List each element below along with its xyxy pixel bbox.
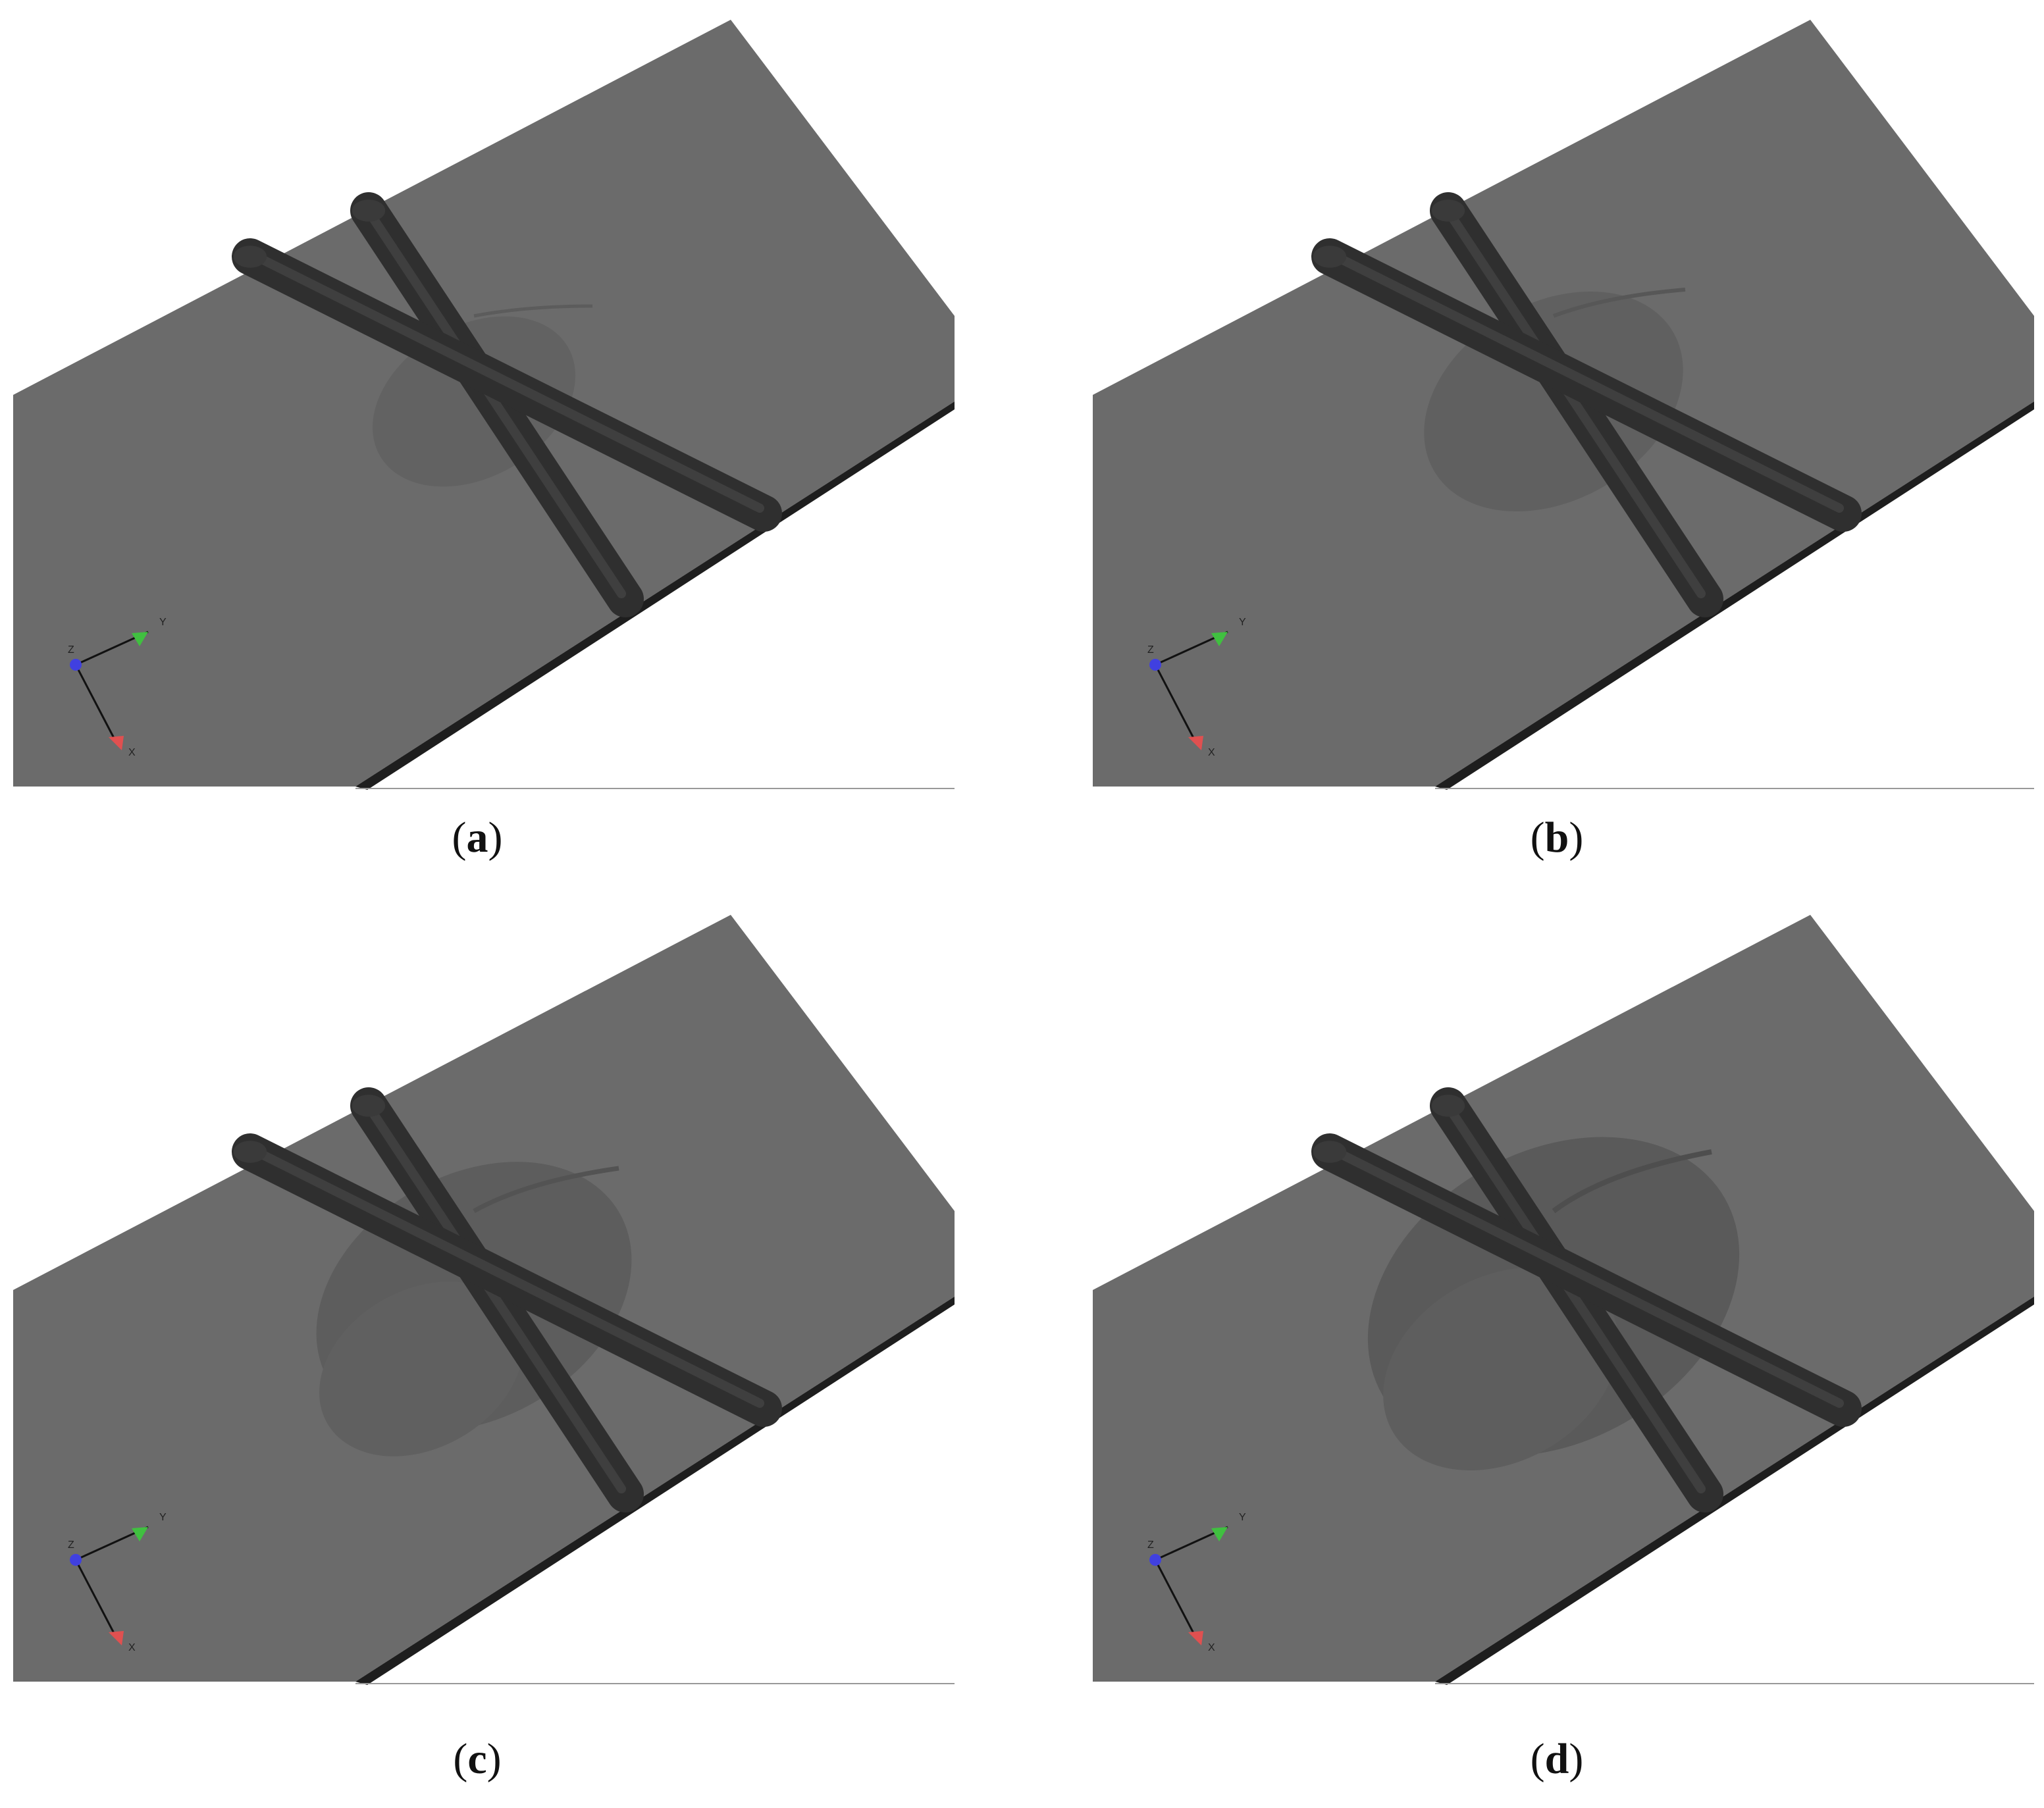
axis-label-x: X — [128, 747, 136, 758]
cylinder-steep — [350, 1087, 644, 1512]
plate-edge — [1435, 1297, 2034, 1685]
caption-c: (c) — [453, 1735, 502, 1783]
cylinder-shallow — [232, 1133, 782, 1427]
axis-label-z: Z — [1147, 1539, 1154, 1551]
axis-label-y: Y — [1239, 1512, 1246, 1523]
axis-label-y: Y — [159, 617, 167, 628]
axis-triad: Y X Z — [1147, 1512, 1246, 1653]
axis-label-z: Z — [68, 644, 74, 656]
axis-label-x: X — [1208, 1642, 1215, 1653]
cylinder-steep — [1430, 1087, 1723, 1512]
cylinder-steep — [350, 192, 644, 617]
axis-triad: Y X Z — [68, 1512, 167, 1653]
axis-triad: Y X Z — [1147, 617, 1246, 758]
panel-a: Y X Z — [13, 13, 955, 790]
axis-label-y: Y — [1239, 617, 1246, 628]
cylinder-steep — [1430, 192, 1723, 617]
plate-edge — [355, 401, 955, 790]
panel-b: Y X Z — [1093, 13, 2034, 790]
panel-c: Y X Z — [13, 908, 955, 1685]
caption-a: (a) — [452, 814, 503, 862]
cylinder-shallow — [1311, 238, 1862, 532]
axis-label-x: X — [128, 1642, 136, 1653]
axis-label-y: Y — [159, 1512, 167, 1523]
plate-edge — [355, 1297, 955, 1685]
cylinder-shallow — [1311, 1133, 1862, 1427]
caption-b: (b) — [1530, 814, 1584, 862]
axis-label-z: Z — [1147, 644, 1154, 656]
axis-triad: Y X Z — [68, 617, 167, 758]
cylinder-shallow — [232, 238, 782, 532]
axis-label-z: Z — [68, 1539, 74, 1551]
axis-label-x: X — [1208, 747, 1215, 758]
caption-d: (d) — [1530, 1735, 1584, 1783]
plate-edge — [1435, 401, 2034, 790]
panel-d: Y X Z — [1093, 908, 2034, 1685]
